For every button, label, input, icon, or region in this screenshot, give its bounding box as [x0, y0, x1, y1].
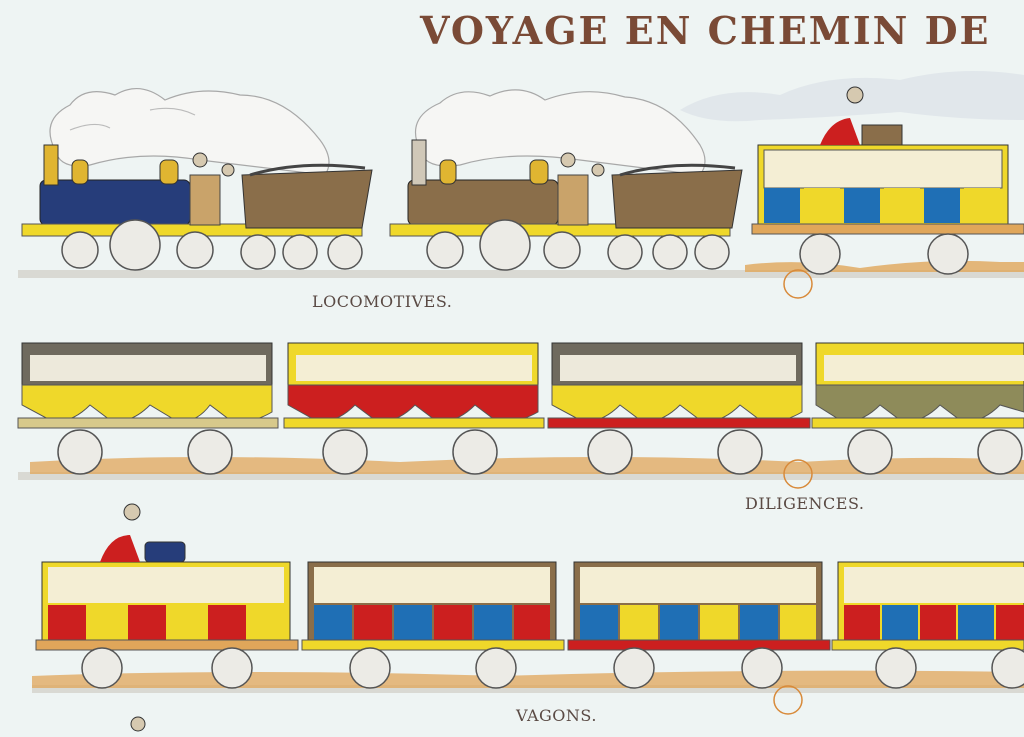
diligences-label: DILIGENCES.	[745, 494, 865, 513]
library-stamp-3	[773, 685, 803, 715]
diligence-3	[547, 342, 811, 429]
diligences-row	[17, 342, 1024, 489]
diligence-1	[17, 342, 279, 429]
steam-cloud-2	[414, 89, 706, 176]
vagon-wheels	[81, 647, 1024, 689]
earth-patch-2	[30, 457, 1024, 474]
vagon-1	[35, 503, 299, 651]
partial-figure-bottom	[130, 716, 146, 732]
diligence-4	[811, 342, 1024, 429]
library-stamp-1	[783, 269, 813, 299]
diligence-wheels	[57, 429, 1023, 475]
locomotives-label: LOCOMOTIVES.	[312, 292, 453, 311]
tender-1	[241, 163, 373, 229]
open-wagon-row1	[751, 86, 1024, 235]
locomotive-2	[389, 139, 731, 237]
tender-2	[611, 163, 743, 229]
locomotives-row	[18, 71, 1024, 299]
earth-patch-3	[32, 670, 1024, 688]
vagon-2	[301, 561, 565, 651]
loco-2-wheels	[426, 219, 730, 271]
earth-patch	[745, 260, 1024, 272]
ground-strip-2	[18, 472, 1024, 480]
library-stamp-2	[783, 459, 813, 489]
wagon-row1-wheels	[799, 233, 969, 275]
diligence-2	[283, 342, 545, 429]
vagons-label: VAGONS.	[516, 706, 597, 725]
loco-1-wheels	[61, 219, 363, 271]
print-title: VOYAGE EN CHEMIN DE	[420, 8, 991, 53]
vagon-4	[831, 561, 1024, 651]
vagons-row	[32, 503, 1024, 732]
ground-strip	[18, 270, 1024, 278]
ground-strip-3	[32, 685, 1024, 693]
vagon-3	[567, 561, 831, 651]
steam-cloud-1	[49, 88, 330, 176]
